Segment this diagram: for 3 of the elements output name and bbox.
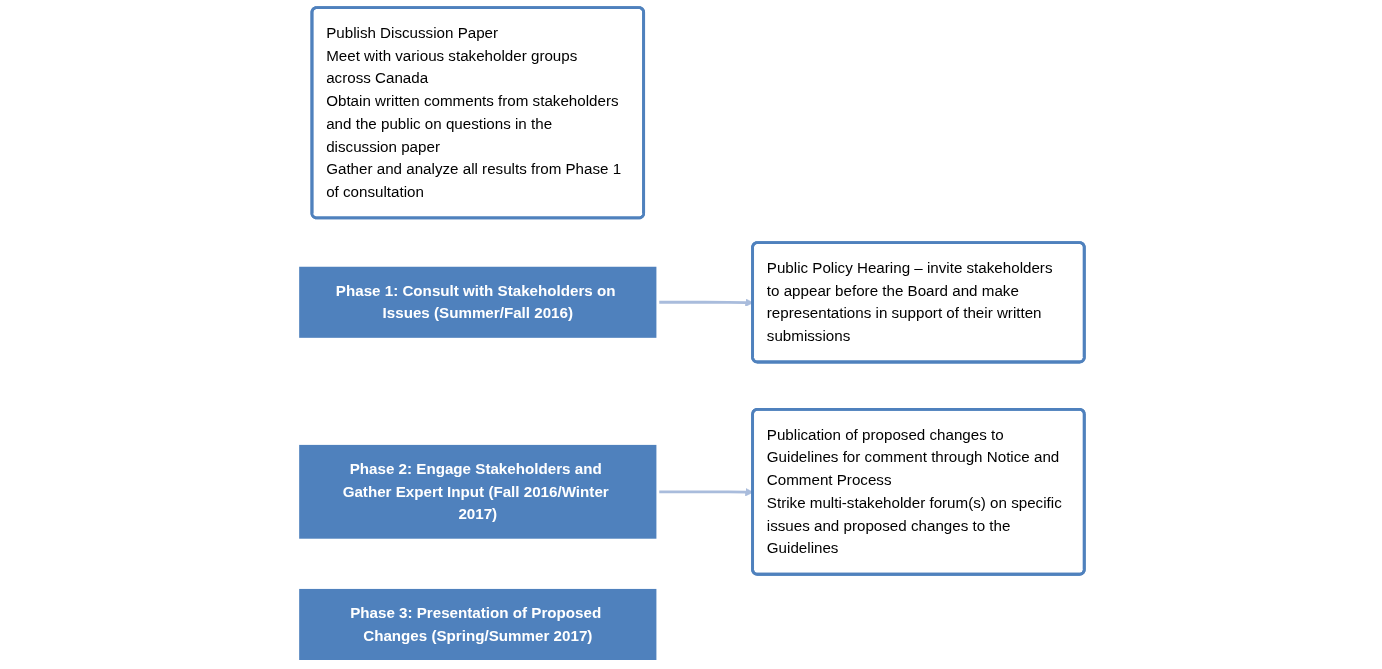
- node-box: Phase 2: Engage Stakeholders and Gather Expert Input (Fall 2016/Winter 2017): [296, 442, 660, 542]
- node-box: Phase 3: Presentation of Proposed Changes (Spring/Summer 2017): [296, 586, 660, 663]
- node-box: Phase 1: Consult with Stakeholders on Issues (Summer/Fall 2016): [296, 263, 660, 341]
